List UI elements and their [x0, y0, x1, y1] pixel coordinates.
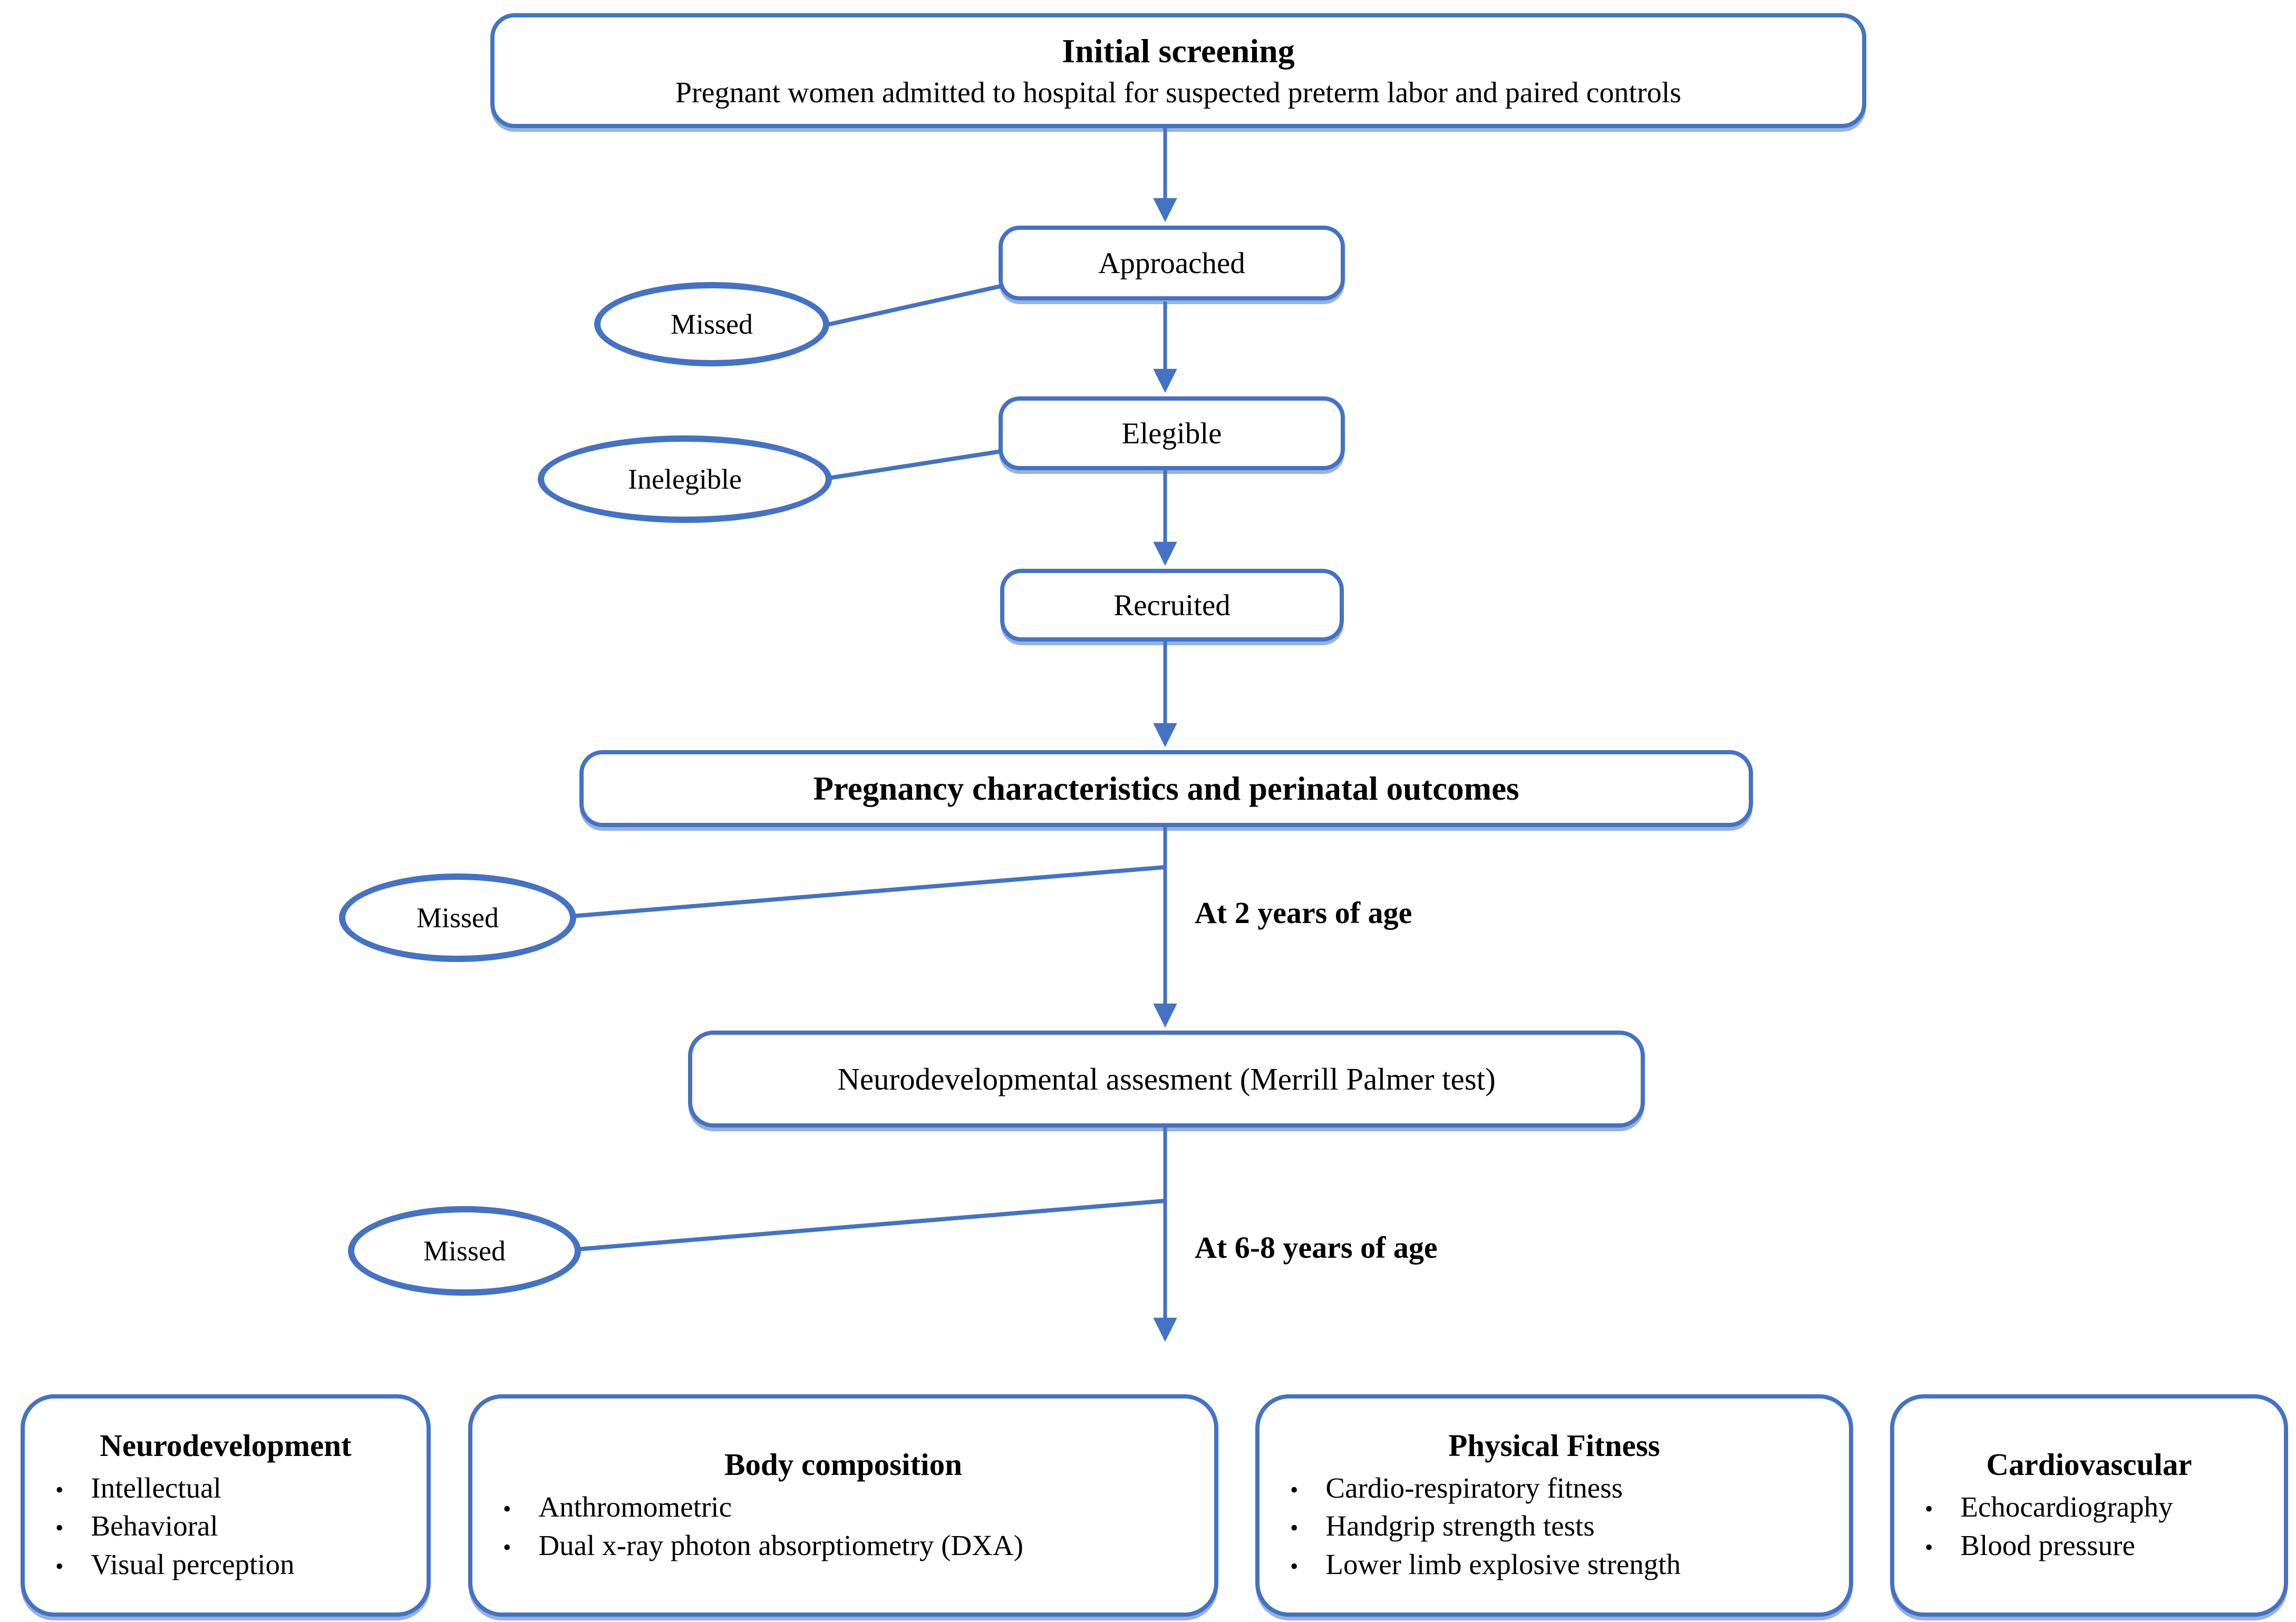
outcome-physical-fitness-title: Physical Fitness — [1448, 1427, 1660, 1463]
outcome-item-label: Visual perception — [91, 1548, 295, 1580]
outcome-item: • Handgrip strength tests — [1281, 1507, 1828, 1546]
pregnancy-outcomes-label: Pregnancy characteristics and perinatal … — [813, 770, 1519, 807]
line-missed1-to-approached — [822, 284, 1003, 328]
initial-screening-subtitle: Pregnant women admitted to hospital for … — [675, 76, 1682, 110]
missed-1-label: Missed — [670, 308, 753, 340]
outcome-item: • Dual x-ray photon absorptiometry (DXA) — [493, 1527, 1193, 1565]
outcome-cardiovascular-title: Cardiovascular — [1986, 1446, 2192, 1482]
bullet-icon: • — [1290, 1515, 1299, 1541]
inelegible-label: Inelegible — [628, 463, 742, 495]
outcome-cardiovascular-box: Cardiovascular • Echocardiography • Bloo… — [1890, 1394, 2288, 1617]
outcome-item-label: Cardio-respiratory fitness — [1325, 1471, 1623, 1504]
outcome-body-composition-title: Body composition — [724, 1446, 962, 1482]
outcome-item-label: Blood pressure — [1960, 1529, 2135, 1561]
outcome-neurodevelopment-box: Neurodevelopment • Intellectual • Behavi… — [21, 1394, 431, 1617]
outcome-item-label: Intellectual — [91, 1471, 221, 1504]
outcome-item: • Intellectual — [46, 1469, 405, 1508]
outcome-body-composition-box: Body composition • Anthromometric • Dual… — [468, 1394, 1218, 1617]
bullet-icon: • — [1925, 1495, 1933, 1522]
outcome-item-label: Echocardiography — [1960, 1490, 2173, 1523]
bullet-icon: • — [503, 1534, 511, 1560]
missed-ellipse-1: Missed — [594, 282, 829, 366]
bullet-icon: • — [55, 1515, 64, 1541]
bullet-icon: • — [55, 1553, 64, 1579]
inelegible-ellipse: Inelegible — [538, 435, 832, 523]
outcome-item: • Cardio-respiratory fitness — [1281, 1469, 1828, 1508]
age-2-label: At 2 years of age — [1195, 896, 1412, 930]
pregnancy-outcomes-box: Pregnancy characteristics and perinatal … — [579, 750, 1753, 827]
bullet-icon: • — [1290, 1477, 1299, 1503]
outcome-item: • Visual perception — [46, 1546, 405, 1584]
bullet-icon: • — [1290, 1553, 1299, 1579]
outcome-item: • Blood pressure — [1915, 1527, 2263, 1565]
approached-label: Approached — [1098, 246, 1245, 280]
bullet-icon: • — [1925, 1534, 1933, 1560]
recruited-box: Recruited — [1000, 569, 1344, 642]
age-6-8-label: At 6-8 years of age — [1195, 1230, 1438, 1265]
approached-box: Approached — [999, 226, 1345, 300]
initial-screening-box: Initial screening Pregnant women admitte… — [490, 13, 1866, 128]
outcome-item: • Anthromometric — [493, 1488, 1193, 1527]
outcome-item: • Lower limb explosive strength — [1281, 1546, 1828, 1584]
recruited-label: Recruited — [1113, 588, 1231, 622]
bullet-icon: • — [503, 1495, 511, 1522]
outcome-item-label: Handgrip strength tests — [1325, 1510, 1595, 1542]
outcome-item-label: Behavioral — [91, 1510, 218, 1542]
neurodev-assessment-box: Neurodevelopmental assesment (Merrill Pa… — [688, 1031, 1645, 1128]
missed-2-label: Missed — [416, 902, 499, 934]
missed-3-label: Missed — [423, 1235, 506, 1267]
outcome-item: • Echocardiography — [1915, 1488, 2263, 1527]
elegible-label: Elegible — [1121, 416, 1222, 450]
missed-ellipse-3: Missed — [348, 1206, 581, 1296]
outcome-neurodevelopment-title: Neurodevelopment — [100, 1427, 352, 1463]
line-missed3-to-flow — [577, 1199, 1166, 1251]
outcome-item-label: Lower limb explosive strength — [1325, 1548, 1681, 1580]
elegible-box: Elegible — [999, 396, 1345, 470]
outcome-item: • Behavioral — [46, 1507, 405, 1546]
line-inelegible-to-elegible — [825, 449, 1002, 481]
bullet-icon: • — [55, 1477, 64, 1503]
outcome-item-label: Anthromometric — [538, 1490, 732, 1523]
outcome-item-label: Dual x-ray photon absorptiometry (DXA) — [538, 1529, 1023, 1561]
missed-ellipse-2: Missed — [339, 873, 576, 962]
initial-screening-title: Initial screening — [1062, 32, 1295, 70]
outcome-physical-fitness-box: Physical Fitness • Cardio-respiratory fi… — [1255, 1394, 1853, 1617]
neurodev-assessment-label: Neurodevelopmental assesment (Merrill Pa… — [837, 1061, 1496, 1096]
line-missed2-to-flow — [571, 865, 1166, 918]
